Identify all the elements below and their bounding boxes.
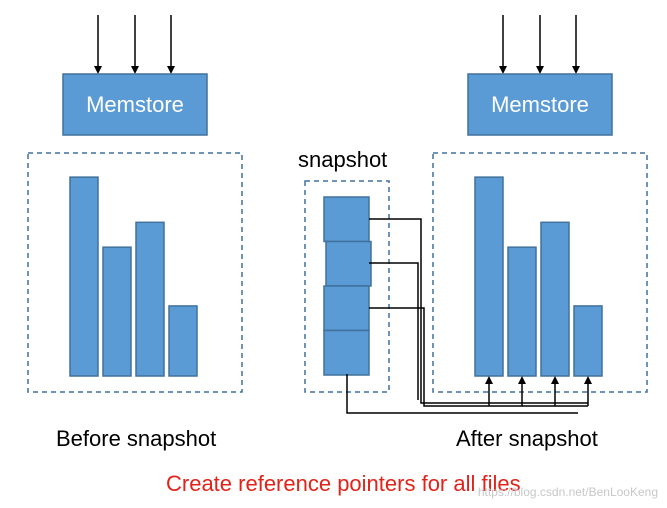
left-storefile-container — [27, 152, 243, 393]
right-storefile-1 — [474, 176, 504, 377]
footer-caption: Create reference pointers for all files — [166, 471, 521, 496]
right-caption: After snapshot — [456, 426, 598, 451]
snapshot-segment-4 — [323, 329, 370, 376]
right-memstore-label: Memstore — [491, 92, 589, 117]
left-storefile-4 — [168, 305, 198, 377]
snapshot-label: snapshot — [298, 147, 387, 172]
right-storefile-2 — [507, 246, 537, 377]
left-storefiles — [69, 176, 198, 377]
left-storefile-2 — [102, 246, 132, 377]
left-storefile-3 — [135, 221, 165, 377]
watermark: https://blog.csdn.net/BenLooKeng — [478, 485, 658, 499]
snapshot-segment-3 — [323, 285, 370, 332]
left-memstore-label: Memstore — [86, 92, 184, 117]
right-incoming-writes — [499, 15, 580, 74]
reference-pointers — [346, 218, 592, 414]
snapshot-segments — [323, 196, 372, 376]
snapshot-segment-1 — [323, 196, 370, 243]
pointer-line-4 — [346, 374, 578, 414]
left-memstore-box: Memstore — [62, 73, 208, 136]
pointer-line-3 — [369, 307, 588, 407]
right-storefile-3 — [540, 221, 570, 377]
pointer-line-1 — [369, 218, 588, 404]
pointer-line-2 — [369, 262, 419, 400]
left-incoming-writes — [94, 15, 175, 74]
snapshot-segment-2 — [325, 240, 372, 287]
right-memstore-box: Memstore — [467, 73, 613, 136]
left-storefile-1 — [69, 176, 99, 377]
right-storefile-container — [432, 152, 648, 393]
right-storefiles — [474, 176, 603, 377]
right-storefile-4 — [573, 305, 603, 377]
left-caption: Before snapshot — [56, 426, 216, 451]
